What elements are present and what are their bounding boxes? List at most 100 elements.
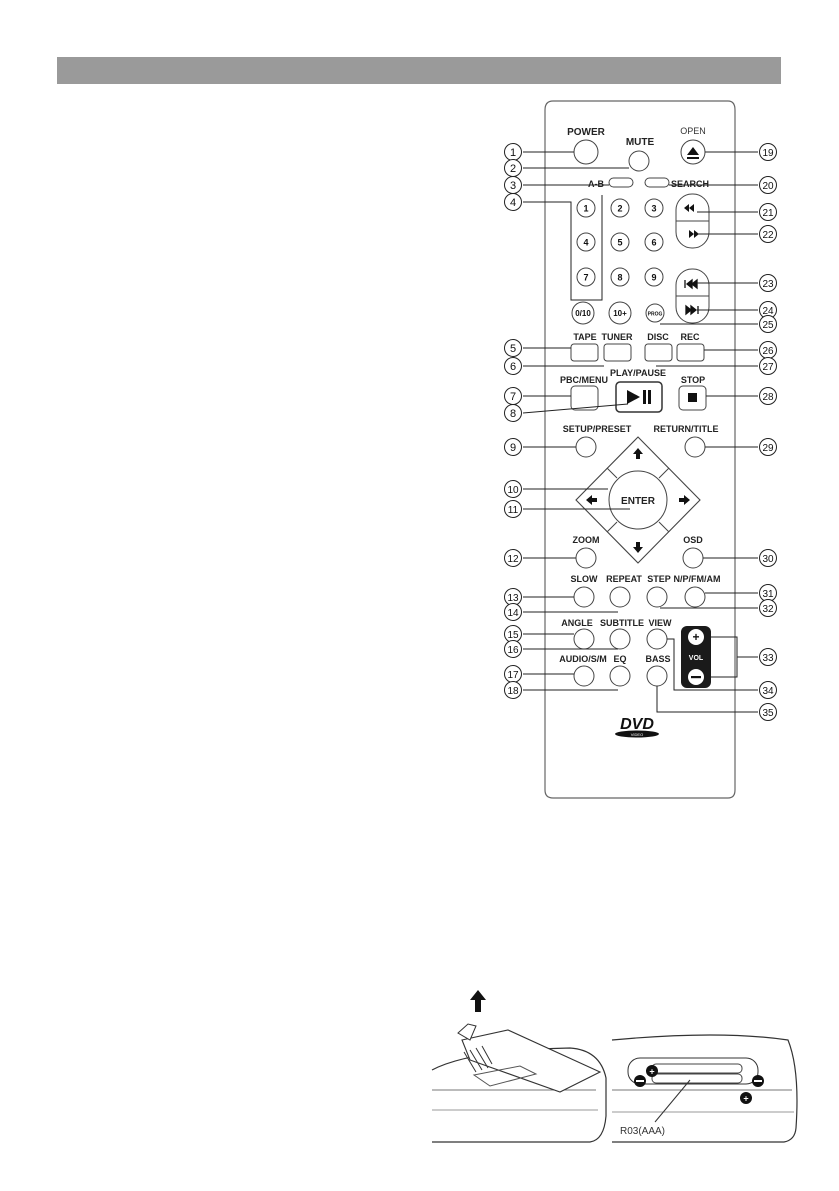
callout-23: 23 <box>762 279 774 290</box>
callout-3: 3 <box>510 180 516 192</box>
angle-button[interactable] <box>573 628 595 650</box>
key-7[interactable]: 7 <box>583 273 588 283</box>
view-button[interactable] <box>646 628 668 650</box>
subtitle-button[interactable] <box>609 628 631 650</box>
audio-label: AUDIO/S/M <box>559 654 607 664</box>
subtitle-label: SUBTITLE <box>600 618 644 628</box>
callout-33: 33 <box>762 653 774 664</box>
repeat-button[interactable] <box>609 586 631 608</box>
callout-16: 16 <box>507 645 519 656</box>
key-5[interactable]: 5 <box>617 238 622 248</box>
zoom-button[interactable] <box>575 547 597 569</box>
setup-preset-button[interactable] <box>575 436 597 458</box>
callout-32: 32 <box>762 604 774 615</box>
pbc-menu-button[interactable] <box>570 385 599 411</box>
zoom-label: ZOOM <box>573 535 600 545</box>
callout-24: 24 <box>762 306 774 317</box>
tape-button[interactable] <box>570 343 599 362</box>
key-1[interactable]: 1 <box>583 204 588 214</box>
bass-button[interactable] <box>646 665 668 687</box>
dvd-logo: DVD VIDEO <box>615 716 659 738</box>
fast-forward-icon[interactable] <box>689 230 699 238</box>
search-label: SEARCH <box>671 179 709 189</box>
callout-30: 30 <box>762 554 774 565</box>
callout-13: 13 <box>507 593 519 604</box>
battery-type-label: R03(AAA) <box>620 1126 665 1137</box>
callout-11: 11 <box>508 505 519 516</box>
key-0-10[interactable]: 0/10 <box>575 309 591 318</box>
callouts-left: 1 2 3 4 5 6 7 8 9 10 11 12 13 14 15 16 1… <box>504 143 522 699</box>
arrow-right-icon[interactable] <box>679 495 690 505</box>
slow-label: SLOW <box>571 574 599 584</box>
mute-button[interactable] <box>628 150 650 172</box>
callout-8: 8 <box>510 408 516 420</box>
callout-6: 6 <box>510 361 516 373</box>
pause-icon <box>643 390 646 404</box>
eject-icon <box>687 147 699 155</box>
minus-icon <box>691 676 701 679</box>
rewind-icon[interactable] <box>684 204 694 212</box>
callout-21: 21 <box>762 208 774 219</box>
npfmam-label: N/P/FM/AM <box>674 574 721 584</box>
callout-4: 4 <box>510 197 516 209</box>
disc-label: DISC <box>647 332 669 342</box>
bass-label: BASS <box>645 654 670 664</box>
osd-label: OSD <box>683 535 703 545</box>
power-button[interactable] <box>573 139 599 165</box>
step-label: STEP <box>647 574 671 584</box>
vol-label: VOL <box>689 655 704 662</box>
callout-20: 20 <box>762 181 774 192</box>
arrow-left-icon[interactable] <box>586 495 597 505</box>
callout-19: 19 <box>762 148 774 159</box>
rec-button[interactable] <box>676 343 705 362</box>
key-8[interactable]: 8 <box>617 273 622 283</box>
arrow-up-icon[interactable] <box>633 448 643 459</box>
callout-12: 12 <box>507 554 519 565</box>
callout-27: 27 <box>762 362 774 373</box>
prog-label: PROG <box>648 312 663 318</box>
svg-text:DVD: DVD <box>620 716 654 733</box>
key-3[interactable]: 3 <box>651 204 656 214</box>
angle-label: ANGLE <box>561 618 593 628</box>
key-2[interactable]: 2 <box>617 204 622 214</box>
osd-button[interactable] <box>682 547 704 569</box>
callout-15: 15 <box>507 630 519 641</box>
callout-17: 17 <box>507 670 519 681</box>
callout-1: 1 <box>510 147 516 159</box>
play-icon <box>627 390 640 404</box>
enter-button[interactable]: ENTER <box>621 496 656 507</box>
ab-button[interactable] <box>608 177 634 188</box>
callout-10: 10 <box>507 485 519 496</box>
enter-ring <box>608 470 668 530</box>
callout-22: 22 <box>762 230 774 241</box>
npfmam-button[interactable] <box>684 586 706 608</box>
view-label: VIEW <box>648 618 672 628</box>
repeat-label: REPEAT <box>606 574 642 584</box>
svg-text:VIDEO: VIDEO <box>631 732 643 737</box>
volume-up-button[interactable] <box>688 629 704 645</box>
callouts-right: 19 20 21 22 23 24 25 26 27 28 29 30 31 3… <box>759 143 777 721</box>
arrow-down-icon[interactable] <box>633 542 643 553</box>
callout-31: 31 <box>762 589 774 600</box>
tuner-button[interactable] <box>603 343 632 362</box>
key-10-plus[interactable]: 10+ <box>613 309 627 318</box>
audio-button[interactable] <box>573 665 595 687</box>
minus-icon <box>636 1080 644 1082</box>
slow-button[interactable] <box>573 586 595 608</box>
callout-14: 14 <box>507 608 519 619</box>
search-button[interactable] <box>644 177 670 188</box>
ab-label: A-B <box>588 179 604 189</box>
callout-25: 25 <box>762 320 774 331</box>
step-button[interactable] <box>646 586 668 608</box>
key-4[interactable]: 4 <box>583 238 588 248</box>
eq-button[interactable] <box>609 665 631 687</box>
plus-icon: + <box>743 1094 748 1104</box>
rec-label: REC <box>680 332 700 342</box>
disc-button[interactable] <box>644 343 673 362</box>
prog-button[interactable] <box>645 303 665 323</box>
callout-35: 35 <box>762 708 774 719</box>
previous-icon[interactable] <box>684 278 698 290</box>
key-9[interactable]: 9 <box>651 273 656 283</box>
return-title-button[interactable] <box>684 436 706 458</box>
key-6[interactable]: 6 <box>651 238 656 248</box>
